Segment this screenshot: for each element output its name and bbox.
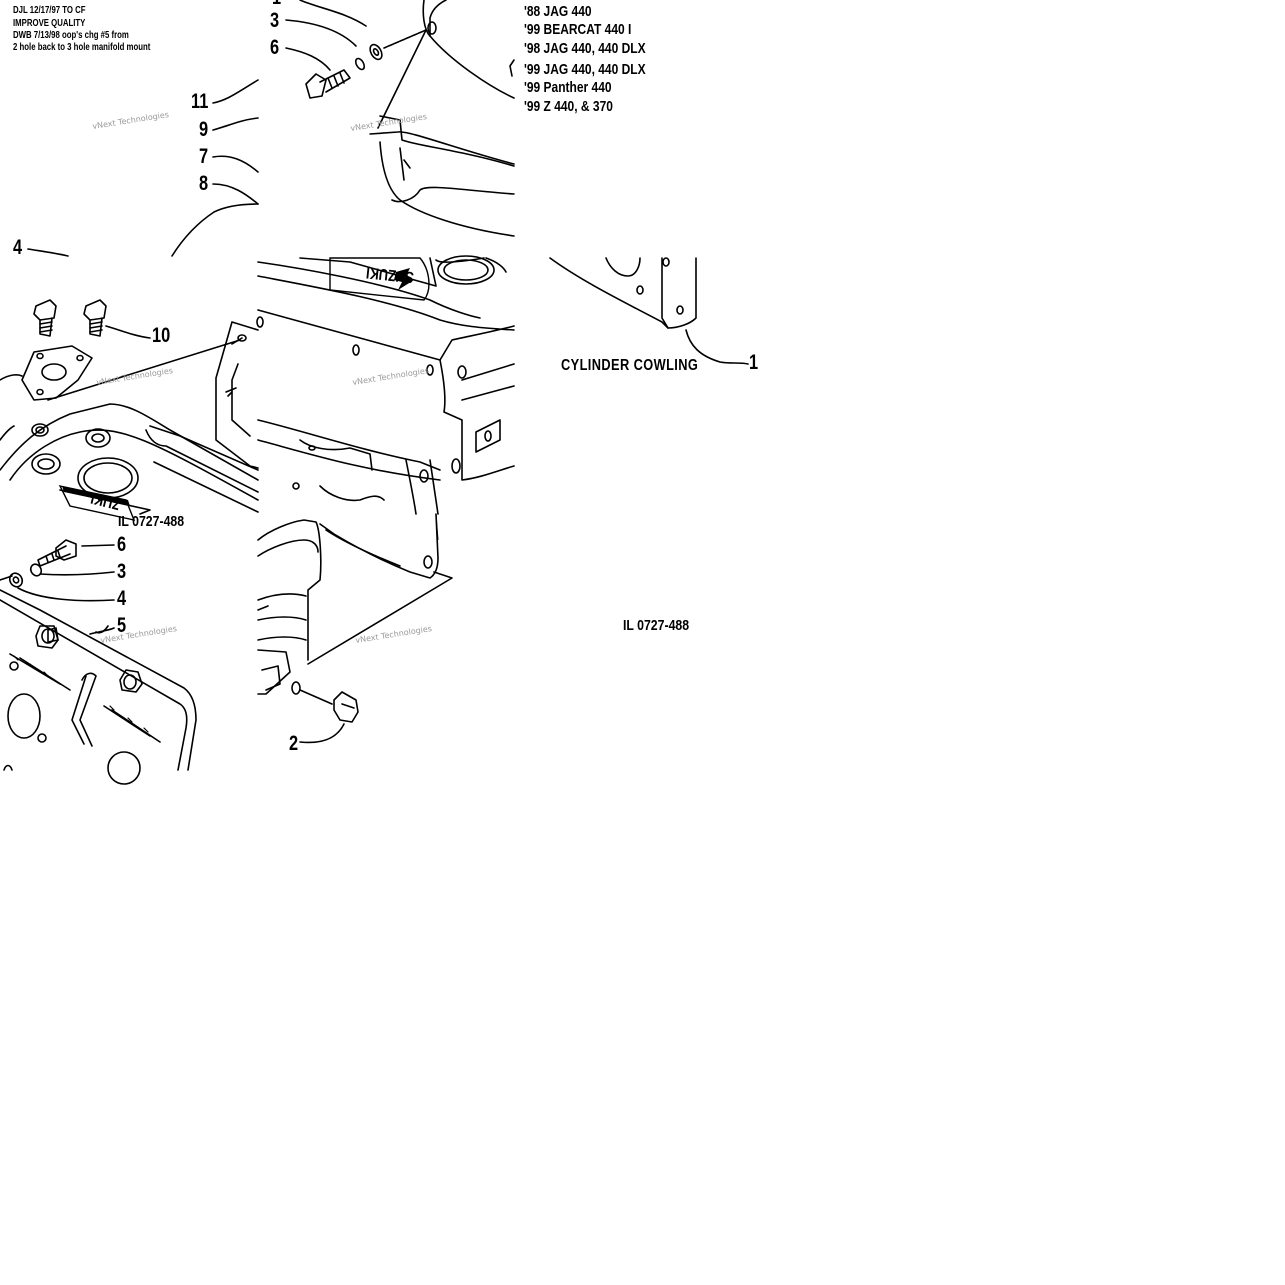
callout-11: 11 xyxy=(191,90,209,113)
suzuki-logo-mark xyxy=(394,268,414,290)
tile-middle-left xyxy=(0,299,259,515)
tile-middle-right xyxy=(549,257,749,365)
section-marks xyxy=(435,513,439,541)
tile-center xyxy=(215,255,515,515)
callout-6: 6 xyxy=(270,36,280,59)
model-4: '99 JAG 440, 440 DLX xyxy=(524,61,646,78)
callout-8: 8 xyxy=(199,172,209,195)
revision-note-3: DWB 7/13/98 oop's chg #5 from xyxy=(13,30,129,41)
callout-5: 5 xyxy=(117,614,127,637)
callout-9: 9 xyxy=(199,118,209,141)
tile-top-left xyxy=(27,79,259,257)
model-1: '88 JAG 440 xyxy=(524,3,592,20)
model-3: '98 JAG 440, 440 DLX xyxy=(524,40,646,57)
illustration-id-left: IL 0727-488 xyxy=(118,513,185,530)
callout-6-lower: 6 xyxy=(117,533,127,556)
callout-2: 2 xyxy=(289,732,299,755)
callout-3: 3 xyxy=(270,9,280,32)
callout-3-lower: 3 xyxy=(117,560,127,583)
revision-note-4: 2 hole back to 3 hole manifold mount xyxy=(13,42,151,53)
zuki-stripe xyxy=(62,486,130,506)
model-5: '99 Panther 440 xyxy=(524,79,612,96)
model-6: '99 Z 440, & 370 xyxy=(524,98,613,115)
suzuki-plate xyxy=(329,257,430,301)
tile-bottom-left xyxy=(0,539,197,785)
tile-top-middle xyxy=(285,0,515,237)
revision-note-2: IMPROVE QUALITY xyxy=(13,18,86,29)
callout-4: 4 xyxy=(13,236,23,259)
model-2: '99 BEARCAT 440 I xyxy=(524,21,632,38)
callout-1-top: 1 xyxy=(272,0,281,10)
revision-note-1: DJL 12/17/97 TO CF xyxy=(13,5,86,16)
callout-10: 10 xyxy=(152,324,171,347)
illustration-id-right: IL 0727-488 xyxy=(623,617,690,634)
callout-7: 7 xyxy=(199,145,209,168)
diagram-title: CYLINDER COWLING xyxy=(561,357,699,374)
callout-1: 1 xyxy=(749,351,759,374)
callout-4-lower: 4 xyxy=(117,587,127,610)
tile-bottom-middle xyxy=(257,513,453,744)
